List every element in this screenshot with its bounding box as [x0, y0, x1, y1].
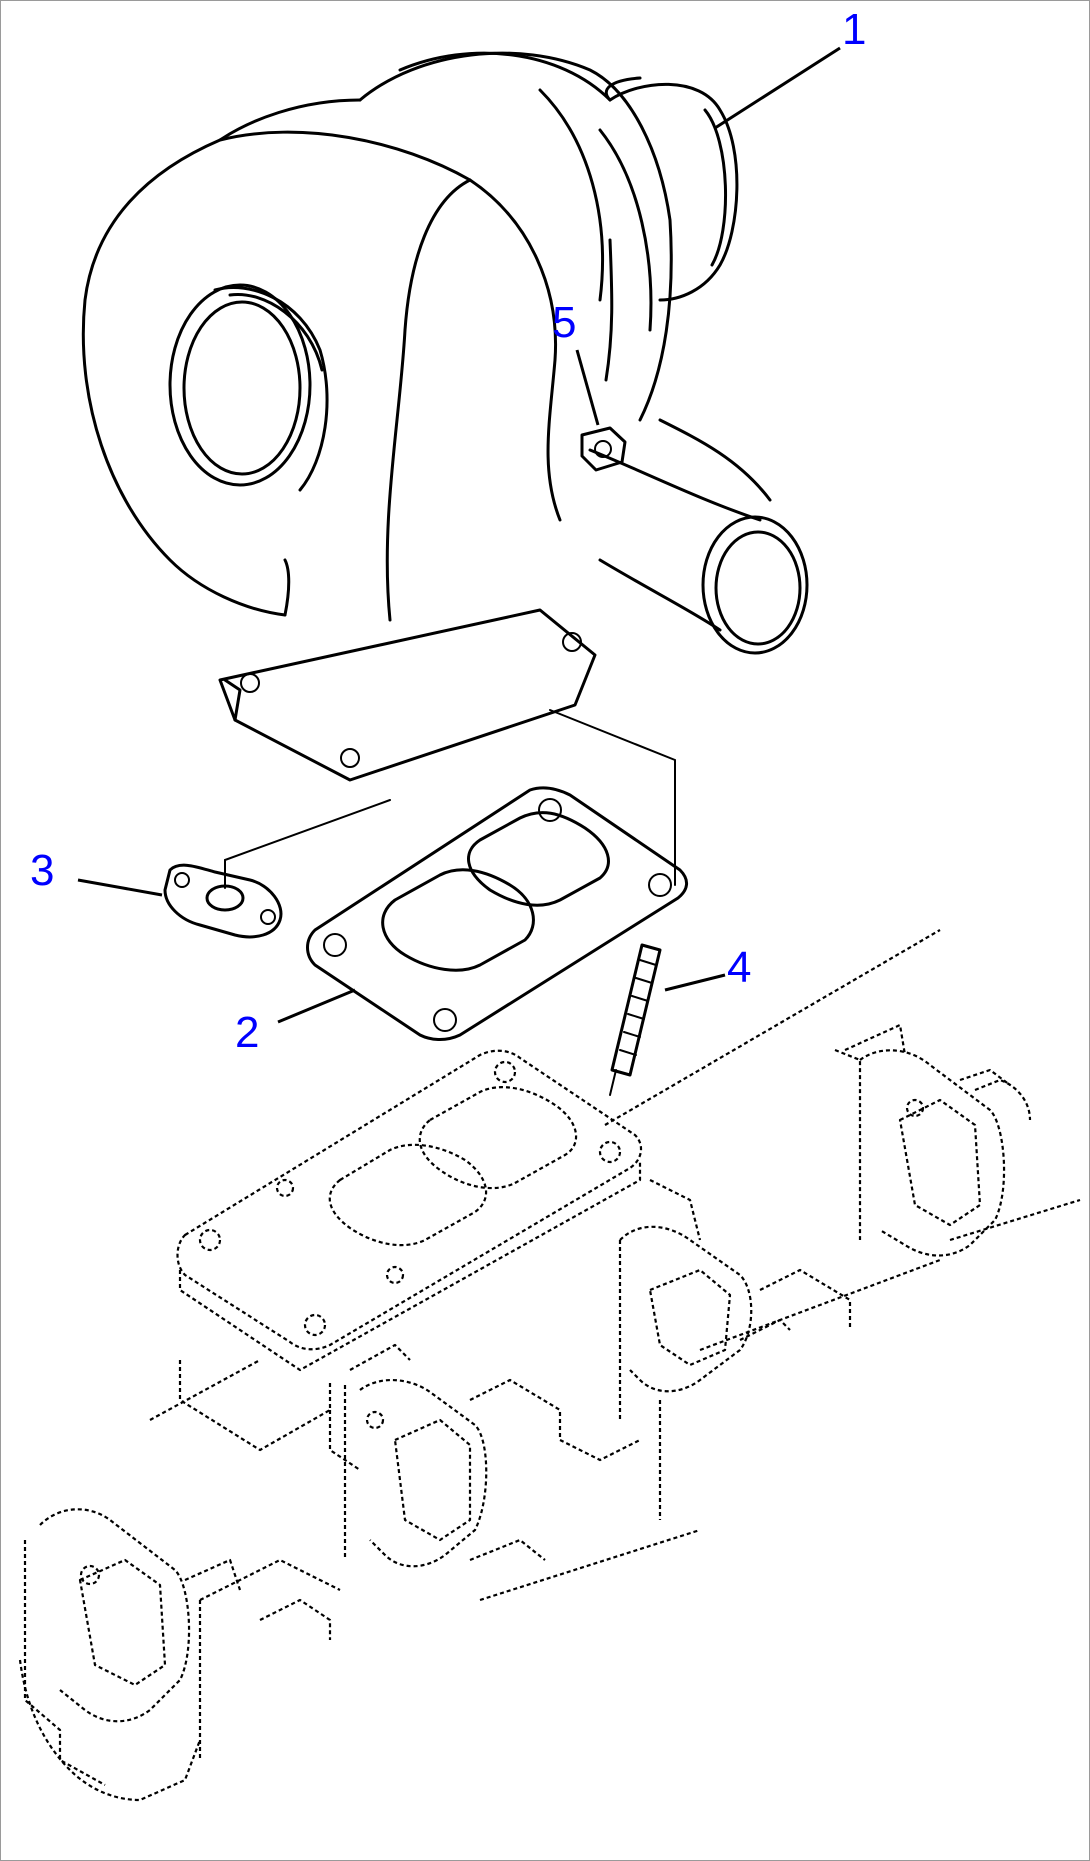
leader-line-1: [714, 46, 841, 130]
callout-2: 2: [235, 1008, 259, 1057]
gasket-part-3: [163, 863, 283, 939]
callout-4: 4: [727, 943, 751, 992]
leader-line-3: [77, 878, 163, 897]
leader-lines: [77, 46, 841, 1024]
stud-part-4: [609, 943, 662, 1096]
leader-line-2: [277, 988, 356, 1024]
leader-line-4: [664, 973, 726, 992]
assembly-guide-lines: [224, 709, 676, 889]
exhaust-manifold: [18, 929, 1081, 1802]
nut-part-5: [580, 426, 627, 472]
gasket-part-2: [306, 786, 688, 1041]
turbocharger: [81, 51, 809, 782]
callout-3: 3: [30, 846, 54, 895]
callout-1: 1: [842, 5, 866, 54]
callout-5: 5: [552, 298, 576, 347]
callout-labels: 1 2 3 4 5: [30, 5, 866, 1057]
leader-line-5: [575, 349, 600, 426]
